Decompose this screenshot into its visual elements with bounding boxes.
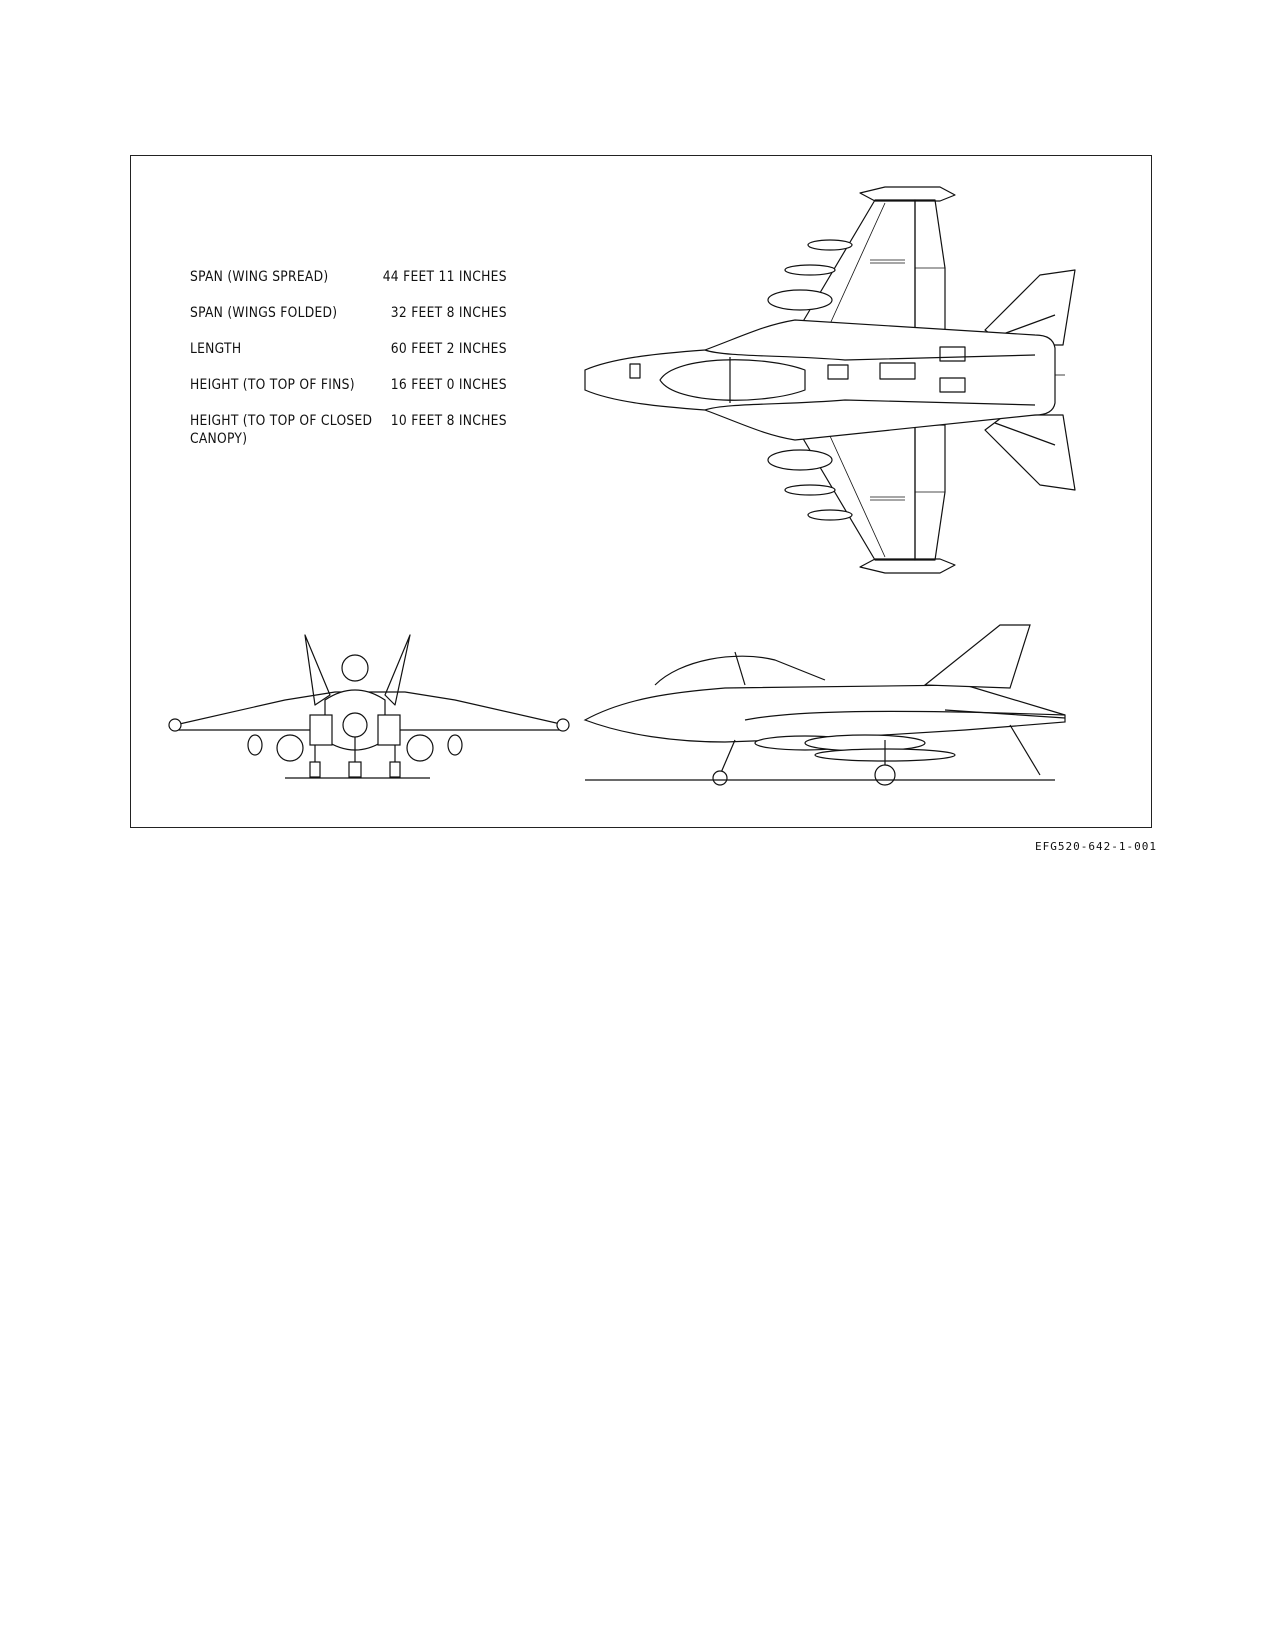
aircraft-front-view bbox=[168, 634, 570, 779]
dimensions-table: SPAN (WING SPREAD) 44 FEET 11 INCHES SPA… bbox=[190, 268, 507, 466]
top-view-upper-wing bbox=[794, 186, 956, 336]
top-view-fuselage bbox=[584, 319, 1065, 441]
side-view-stores bbox=[754, 734, 956, 762]
dimension-value: 60 FEET 2 INCHES bbox=[390, 341, 507, 357]
dimension-value: 44 FEET 11 INCHES bbox=[382, 269, 507, 285]
dimension-label: HEIGHT (TO TOP OF FINS) bbox=[190, 377, 355, 393]
front-view-fins bbox=[304, 634, 411, 706]
dimension-row: HEIGHT (TO TOP OF FINS) 16 FEET 0 INCHES bbox=[190, 376, 507, 394]
side-view-fuselage bbox=[583, 651, 1066, 743]
front-view-body bbox=[309, 654, 401, 751]
top-view-stores bbox=[767, 239, 853, 521]
top-view-lower-wing bbox=[794, 424, 956, 574]
dimension-label: SPAN (WINGS FOLDED) bbox=[190, 305, 338, 321]
front-view-gear bbox=[309, 737, 401, 778]
dimension-row: HEIGHT (TO TOP OF CLOSED CANOPY) 10 FEET… bbox=[190, 412, 507, 448]
drawing-frame bbox=[130, 155, 1152, 828]
dimension-row: LENGTH 60 FEET 2 INCHES bbox=[190, 340, 507, 358]
dimension-row: SPAN (WINGS FOLDED) 32 FEET 8 INCHES bbox=[190, 304, 507, 322]
dimension-value: 10 FEET 8 INCHES bbox=[390, 413, 507, 429]
front-view-stores bbox=[247, 734, 463, 762]
dimension-row: SPAN (WING SPREAD) 44 FEET 11 INCHES bbox=[190, 268, 507, 286]
dimension-value: 32 FEET 8 INCHES bbox=[390, 305, 507, 321]
aircraft-side-view bbox=[583, 624, 1066, 786]
dimension-label: HEIGHT (TO TOP OF CLOSED CANOPY) bbox=[190, 413, 373, 447]
dimension-value: 16 FEET 0 INCHES bbox=[390, 377, 507, 393]
aircraft-top-view bbox=[584, 186, 1076, 574]
side-view-tail bbox=[923, 624, 1066, 719]
figure-id: EFG520-642-1-001 bbox=[1035, 840, 1157, 853]
dimension-label: LENGTH bbox=[190, 341, 242, 357]
dimension-label: SPAN (WING SPREAD) bbox=[190, 269, 329, 285]
